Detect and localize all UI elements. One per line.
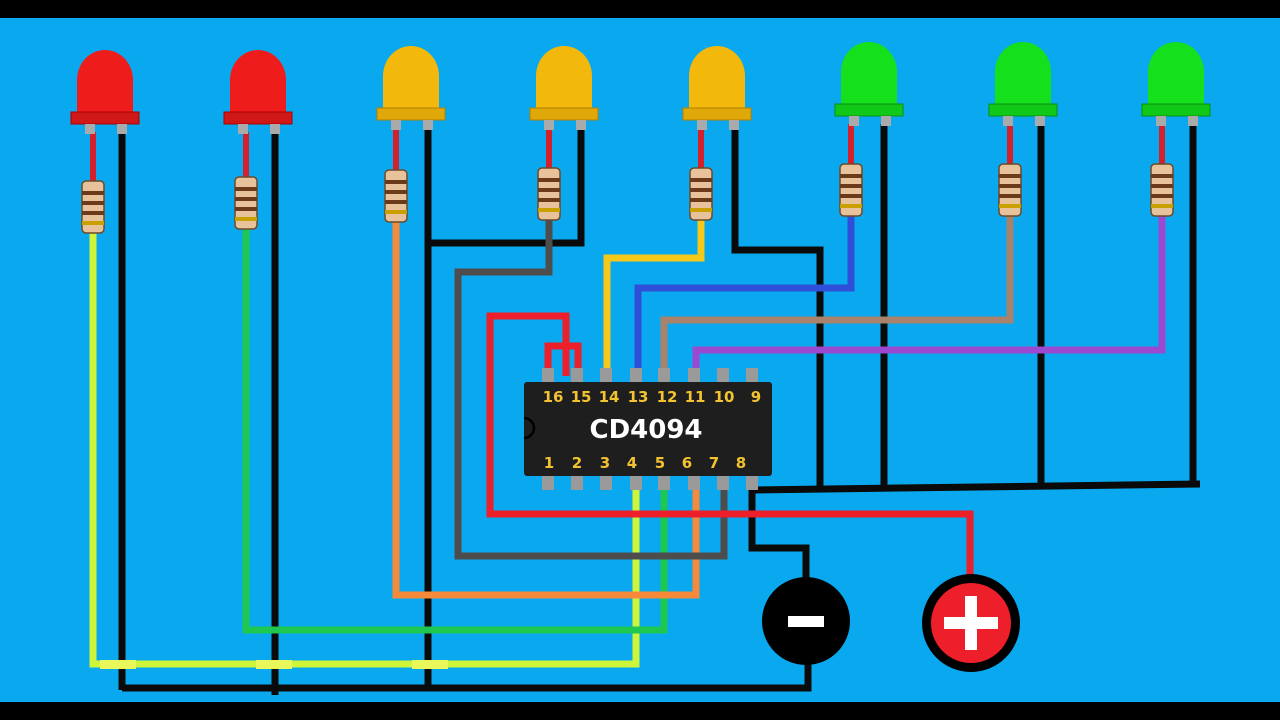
plus-sign-icon <box>944 596 998 650</box>
resistor-1 <box>81 180 105 234</box>
led-3-yellow <box>376 46 446 130</box>
resistor-5 <box>689 167 713 221</box>
resistor-4 <box>537 167 561 221</box>
ic-chip: CD4094 16 15 14 13 12 11 10 9 1 2 3 4 5 … <box>523 368 772 490</box>
led-1-red <box>70 50 140 134</box>
pin-label-13: 13 <box>628 388 649 406</box>
resistor-6 <box>839 163 863 217</box>
wire-black-upper-bus <box>748 480 1201 578</box>
wire-lime-led1 <box>89 230 640 668</box>
chip-label: CD4094 <box>589 415 702 445</box>
led-7-green <box>988 42 1058 126</box>
pin-label-14: 14 <box>599 388 620 406</box>
resistors <box>81 163 1174 234</box>
led-2-red <box>223 50 293 134</box>
positive-terminal <box>922 574 1020 672</box>
resistor-8 <box>1150 163 1174 217</box>
bottom-pin-labels: 1 2 3 4 5 6 7 8 <box>544 454 746 472</box>
pin-label-1: 1 <box>544 454 554 472</box>
pin-label-3: 3 <box>600 454 610 472</box>
pin-label-4: 4 <box>627 454 637 472</box>
resistor-3 <box>384 169 408 223</box>
wire-brown-led7 <box>660 214 1014 376</box>
wire-gray-led4 <box>454 218 728 560</box>
wire-purple-led8 <box>692 214 1166 376</box>
wire-red-pin16-pin15 <box>544 342 582 376</box>
pin-label-12: 12 <box>657 388 678 406</box>
pin-label-8: 8 <box>736 454 746 472</box>
wire-orange-led3 <box>392 220 700 599</box>
bottom-pins <box>542 474 758 490</box>
pin-label-10: 10 <box>714 388 735 406</box>
resistor-7 <box>998 163 1022 217</box>
top-pin-labels: 16 15 14 13 12 11 10 9 <box>543 388 762 406</box>
wire-blue-led6 <box>634 214 855 376</box>
pin-label-5: 5 <box>655 454 665 472</box>
chip-body <box>524 382 772 476</box>
led-8-green <box>1141 42 1211 126</box>
black-bar-top <box>0 0 1280 18</box>
chip-notch <box>523 416 536 440</box>
pin-label-2: 2 <box>572 454 582 472</box>
wires <box>89 124 1201 695</box>
pin-label-11: 11 <box>685 388 706 406</box>
led-4-yellow <box>529 46 599 130</box>
resistor-2 <box>234 176 258 230</box>
wire-crossings <box>100 660 448 669</box>
led-6-green <box>834 42 904 126</box>
top-pins <box>542 368 758 384</box>
wire-red-supply-loop <box>486 312 974 582</box>
pin-label-16: 16 <box>543 388 564 406</box>
wire-yellow-led5 <box>603 218 705 376</box>
pin-label-9: 9 <box>751 388 761 406</box>
led-5-yellow <box>682 46 752 130</box>
wire-black-cathode-5 <box>731 128 824 488</box>
wire-black-cathode-4 <box>428 128 585 247</box>
pin-label-15: 15 <box>571 388 592 406</box>
pin-label-7: 7 <box>709 454 719 472</box>
negative-terminal <box>762 577 850 665</box>
black-bar-bottom <box>0 702 1280 720</box>
pin-label-6: 6 <box>682 454 692 472</box>
leds <box>70 42 1211 134</box>
minus-sign-icon <box>788 616 824 627</box>
